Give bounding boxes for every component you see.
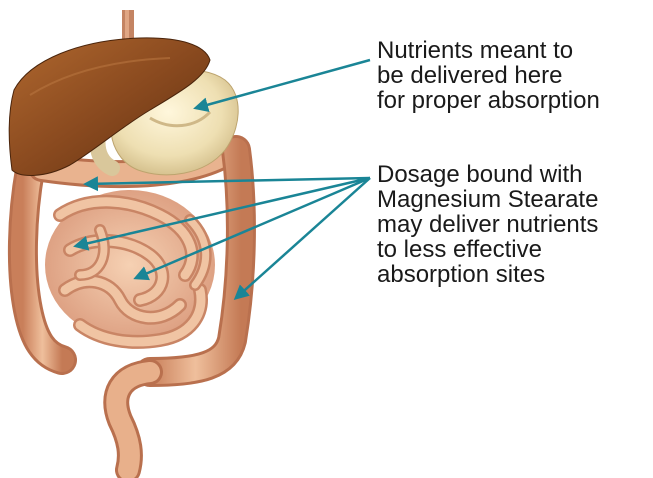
small-intestine [45,190,215,342]
callout-line: be delivered here [377,63,600,88]
callout-line: Nutrients meant to [377,38,600,63]
callout-line: absorption sites [377,262,598,287]
callout-proper-absorption: Nutrients meant to be delivered here for… [377,38,600,113]
callout-line: to less effective [377,237,598,262]
callout-line: Dosage bound with [377,162,598,187]
callout-line: Magnesium Stearate [377,187,598,212]
callout-line: may deliver nutrients [377,212,598,237]
callout-magnesium-stearate: Dosage bound with Magnesium Stearate may… [377,162,598,287]
callout-line: for proper absorption [377,88,600,113]
arrow-to-colon-descending [236,178,370,298]
